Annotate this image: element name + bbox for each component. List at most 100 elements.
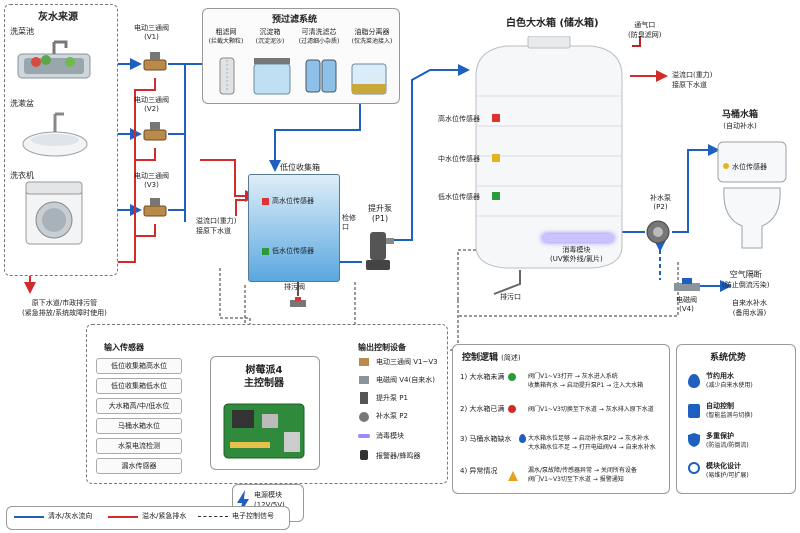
input-sensor-item: 大水箱高/中/低水位 bbox=[96, 398, 182, 414]
big-storage-tank bbox=[466, 35, 632, 272]
prefilter-title: 预过滤系统 bbox=[272, 15, 318, 25]
outputs-title: 输出控制设备 bbox=[358, 343, 406, 352]
low-tank-access: 检修口 bbox=[342, 214, 356, 231]
control-logic-title: 控制逻辑 (简述) bbox=[462, 353, 521, 363]
warning-icon bbox=[508, 466, 518, 481]
raspberry-pi-board-icon bbox=[222, 398, 306, 462]
advantage-item: 模块化设计(易维护/可扩展) bbox=[706, 462, 749, 479]
legend-overflow: 溢水/紧急排水 bbox=[142, 512, 187, 520]
advantage-item: 自动控制(智能监测与切换) bbox=[706, 402, 753, 419]
water-drop-icon bbox=[519, 434, 526, 443]
advantages-title: 系统优势 bbox=[710, 353, 747, 363]
low-tank-high-sensor: 高水位传感器 bbox=[272, 197, 314, 205]
low-tank-low-sensor-icon bbox=[262, 248, 269, 255]
refill-pump-p2[interactable] bbox=[644, 218, 672, 246]
prefilter-stage-1: 粗滤网(拦截大颗粒) bbox=[208, 28, 244, 45]
three-way-valve-v1[interactable] bbox=[142, 52, 168, 76]
three-way-valve-v2[interactable] bbox=[142, 122, 168, 146]
legend-signal: 电子控制信号 bbox=[232, 512, 274, 520]
pump-p1-label: 提升泵(P1) bbox=[368, 204, 392, 223]
inputs-title: 输入传感器 bbox=[104, 343, 144, 352]
output-device-item: 提升泵 P1 bbox=[376, 394, 408, 402]
low-tank-title: 低位收集箱 bbox=[280, 163, 320, 172]
big-tank-sensor-low: 低水位传感器 bbox=[438, 193, 480, 201]
toilet-level-sensor: 水位传感器 bbox=[732, 163, 767, 171]
three-way-valve-v3[interactable] bbox=[142, 198, 168, 222]
low-tank-overflow-note: 溢流口(重力)接原下水道 bbox=[196, 217, 237, 235]
legend-signal-line bbox=[198, 516, 228, 517]
logic-rule-1-actions: 阀门V1~V3打开 → 灰水进入系统收集箱有水 → 启动提升泵P1 → 注入大水… bbox=[528, 373, 644, 389]
drain-valve-label: 排污阀 bbox=[284, 283, 305, 291]
legend-water: 清水/灰水流向 bbox=[48, 512, 93, 520]
check-icon bbox=[508, 373, 516, 381]
logic-rule-2: 2) 大水箱已满 bbox=[460, 405, 505, 413]
low-tank-low-sensor: 低水位传感器 bbox=[272, 247, 314, 255]
cross-icon bbox=[508, 405, 516, 413]
sewer-note: 原下水道/市政排污管(紧急排放/系统故障时使用) bbox=[22, 299, 107, 317]
source-label-washer: 洗衣机 bbox=[10, 171, 34, 180]
power-module-label: 电源模块(12V/5V) bbox=[254, 491, 285, 509]
legend-water-line bbox=[14, 516, 44, 518]
legend bbox=[6, 506, 290, 530]
output-device-item: 消毒模块 bbox=[376, 432, 404, 440]
logic-rule-2-actions: 阀门V1~V3切换至下水道 → 灰水排入原下水道 bbox=[528, 406, 654, 413]
logic-rule-4: 4) 异常情况 bbox=[460, 467, 498, 475]
logic-rule-3-actions: 大水箱水位足够 → 启动补水泵P2 → 灰水补水大水箱水位不足 → 打开电磁阀V… bbox=[528, 435, 656, 451]
tap-water-note: 自来水补水(备用水源) bbox=[732, 299, 767, 317]
vent-label: 通气口(防臭滤网) bbox=[628, 21, 662, 39]
lightning-icon bbox=[236, 490, 250, 514]
output-device-item: 电磁阀 V4(自来水) bbox=[376, 376, 435, 384]
output-device-item: 报警器/蜂鸣器 bbox=[376, 452, 421, 460]
advantage-item: 多重保护(防溢流/防倒流) bbox=[706, 432, 749, 449]
prefilter-stage-3: 可清洗滤芯(过滤细小杂质) bbox=[298, 28, 340, 45]
input-sensor-item: 漏水传感器 bbox=[96, 458, 182, 474]
big-tank-drain: 排污口 bbox=[500, 293, 521, 301]
low-collection-tank bbox=[248, 174, 340, 282]
output-device-item: 电动三通阀 V1~V3 bbox=[376, 358, 438, 366]
valve-v3-label: 电动三通阀(V3) bbox=[134, 172, 169, 189]
wash-basin-icon bbox=[20, 110, 90, 160]
water-saving-icon bbox=[688, 374, 700, 388]
auto-control-icon bbox=[688, 404, 700, 418]
output-device-item: 补水泵 P2 bbox=[376, 412, 408, 420]
input-sensor-item: 低位收集箱高水位 bbox=[96, 358, 182, 374]
mid-level-sensor-icon bbox=[492, 154, 500, 162]
source-label-basin: 洗漱盆 bbox=[10, 99, 34, 108]
uv-lamp-icon bbox=[542, 234, 614, 242]
input-sensor-item: 低位收集箱低水位 bbox=[96, 378, 182, 394]
big-tank-overflow-note: 溢流口(重力)接原下水道 bbox=[672, 71, 713, 89]
uv-module-label: 消毒模块(UV紫外线/氯片) bbox=[550, 246, 603, 263]
greywater-title: 灰水来源 bbox=[38, 12, 78, 23]
control-logic-panel bbox=[452, 344, 670, 494]
washing-machine-icon bbox=[24, 180, 84, 246]
low-tank-high-sensor-icon bbox=[262, 198, 269, 205]
shield-icon bbox=[688, 432, 700, 447]
solenoid-valve-v4[interactable] bbox=[674, 278, 700, 294]
prefilter-stage-2: 沉淀箱(沉淀泥沙) bbox=[255, 28, 285, 45]
high-level-sensor-icon bbox=[492, 114, 500, 122]
logic-rule-4-actions: 漏水/泵故障/传感器异常 → 关闭所有设备阀门V1~V3切至下水道 → 报警通知 bbox=[528, 467, 637, 483]
source-label-sink: 洗菜池 bbox=[10, 27, 34, 36]
valve-v2-label: 电动三通阀(V2) bbox=[134, 96, 169, 113]
pump-p2-label: 补水泵(P2) bbox=[650, 194, 671, 211]
kitchen-sink-icon bbox=[14, 40, 94, 84]
solenoid-valve-label: 电磁阀(V4) bbox=[676, 296, 697, 313]
logic-rule-1: 1) 大水箱未满 bbox=[460, 373, 505, 381]
logic-rule-3: 3) 马桶水箱缺水 bbox=[460, 435, 512, 443]
toilet-tank-title: 马桶水箱(自动补水) bbox=[722, 110, 759, 130]
drain-valve-icon[interactable] bbox=[290, 294, 306, 307]
low-level-sensor-icon bbox=[492, 192, 500, 200]
valve-v1-label: 电动三通阀(V1) bbox=[134, 24, 169, 41]
input-sensor-item: 马桶水箱水位 bbox=[96, 418, 182, 434]
advantage-item: 节约用水(减少自来水使用) bbox=[706, 372, 753, 389]
big-tank-sensor-mid: 中水位传感器 bbox=[438, 155, 480, 163]
input-sensor-item: 水泵电流检测 bbox=[96, 438, 182, 454]
legend-overflow-line bbox=[108, 516, 138, 518]
big-tank-title: 白色大水箱 (储水箱) bbox=[506, 18, 599, 29]
lift-pump-p1[interactable] bbox=[362, 230, 394, 272]
prefilter-units-icon bbox=[214, 54, 394, 98]
big-tank-sensor-high: 高水位传感器 bbox=[438, 115, 480, 123]
air-gap-note: 空气隔断(防止倒流污染) bbox=[722, 270, 770, 289]
